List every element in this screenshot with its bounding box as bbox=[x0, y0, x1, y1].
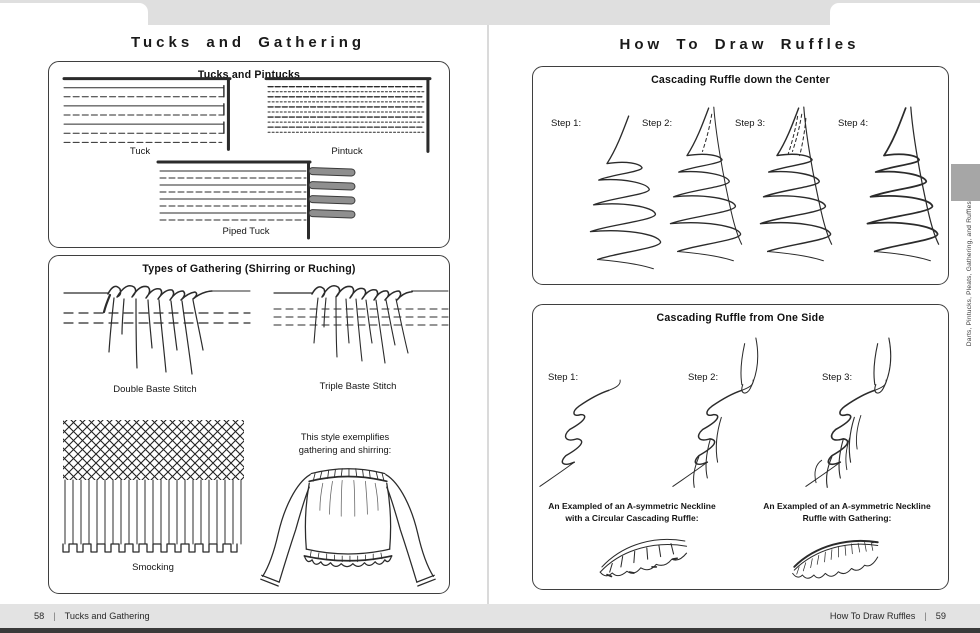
style-note-line1: This style exemplifies bbox=[300, 432, 390, 442]
center-step4-label: Step 4: bbox=[838, 118, 869, 129]
top-page-corner-right bbox=[830, 3, 980, 25]
style-note-line2: gathering and shirring: bbox=[298, 445, 392, 455]
footer-left: 58 | Tucks and Gathering bbox=[34, 604, 150, 628]
side-step1-drawing bbox=[539, 379, 621, 487]
footer-right-title: How To Draw Ruffles bbox=[829, 611, 916, 621]
side-ruffle-box: Cascading Ruffle from One Side bbox=[532, 304, 949, 590]
gathering-box-title: Types of Gathering (Shirring or Ruching) bbox=[142, 263, 356, 275]
triple-baste-diagram bbox=[273, 285, 449, 364]
smocking-label: Smocking bbox=[132, 562, 174, 573]
piped-tuck-label: Piped Tuck bbox=[222, 226, 270, 237]
center-ruffle-box-title: Cascading Ruffle down the Center bbox=[651, 74, 830, 86]
side-step3-label: Step 3: bbox=[822, 372, 853, 383]
top-chrome-strip bbox=[0, 0, 980, 25]
style-note: This style exemplifies gathering and shi… bbox=[265, 431, 425, 457]
side-step2-label: Step 2: bbox=[688, 372, 719, 383]
center-ruffle-box: Cascading Ruffle down the Center bbox=[532, 66, 949, 285]
tuck-label: Tuck bbox=[129, 146, 151, 157]
circular-ruffle-caption-line1: An Exampled of an A-symmetric Neckline bbox=[548, 501, 716, 511]
top-page-corner-left bbox=[0, 3, 148, 25]
chapter-tab-label[interactable]: Darts, Pintucks, Pleats, Gathering, and … bbox=[966, 201, 973, 347]
right-page-number: 59 bbox=[935, 611, 946, 621]
chapter-tab-marker[interactable] bbox=[951, 164, 980, 201]
pintuck-label: Pintuck bbox=[331, 146, 363, 157]
gathering-ruffle-drawing bbox=[792, 539, 879, 579]
left-page-number: 58 bbox=[34, 611, 45, 621]
side-step1-label: Step 1: bbox=[548, 372, 579, 383]
double-baste-diagram bbox=[63, 285, 251, 375]
pintuck-diagram bbox=[264, 77, 432, 153]
double-baste-label: Double Baste Stitch bbox=[113, 384, 197, 395]
center-step3-label: Step 3: bbox=[735, 118, 766, 129]
piped-tuck-diagram bbox=[156, 160, 356, 240]
footer-divider-right: | bbox=[924, 611, 927, 621]
blouse-illustration bbox=[260, 468, 436, 587]
cascade-step4-drawing bbox=[866, 106, 940, 262]
circular-ruffle-caption-line2: with a Circular Cascading Ruffle: bbox=[565, 512, 699, 523]
tuck-diagram bbox=[62, 77, 232, 151]
triple-baste-label: Triple Baste Stitch bbox=[319, 381, 397, 392]
gathering-ruffle-caption: An Exampled of an A-symmetric Neckline R… bbox=[747, 501, 947, 524]
left-page-title: Tucks and Gathering bbox=[130, 34, 366, 51]
circular-ruffle-caption: An Exampled of an A-symmetric Neckline w… bbox=[532, 501, 732, 524]
footer-right: How To Draw Ruffles | 59 bbox=[830, 604, 946, 628]
right-page-title: How To Draw Ruffles bbox=[619, 36, 860, 53]
cascade-step2-drawing bbox=[669, 106, 743, 262]
center-step2-label: Step 2: bbox=[642, 118, 673, 129]
side-ruffle-box-title: Cascading Ruffle from One Side bbox=[656, 312, 825, 324]
footer-bar bbox=[0, 604, 980, 628]
footer-divider-left: | bbox=[53, 611, 56, 621]
center-step1-label: Step 1: bbox=[551, 118, 582, 129]
cascade-step3-drawing bbox=[759, 106, 833, 262]
side-step2-drawing bbox=[672, 337, 759, 488]
smocking-diagram bbox=[62, 420, 244, 553]
gathering-ruffle-caption-line1: An Exampled of an A-symmetric Neckline bbox=[763, 501, 931, 511]
gathering-ruffle-caption-line2: Ruffle with Gathering: bbox=[802, 512, 892, 523]
footer-left-title: Tucks and Gathering bbox=[64, 611, 150, 621]
side-step3-drawing bbox=[805, 337, 892, 488]
page-spine bbox=[487, 25, 489, 604]
circular-ruffle-drawing bbox=[599, 538, 688, 578]
bottom-dark-bar bbox=[0, 628, 980, 633]
